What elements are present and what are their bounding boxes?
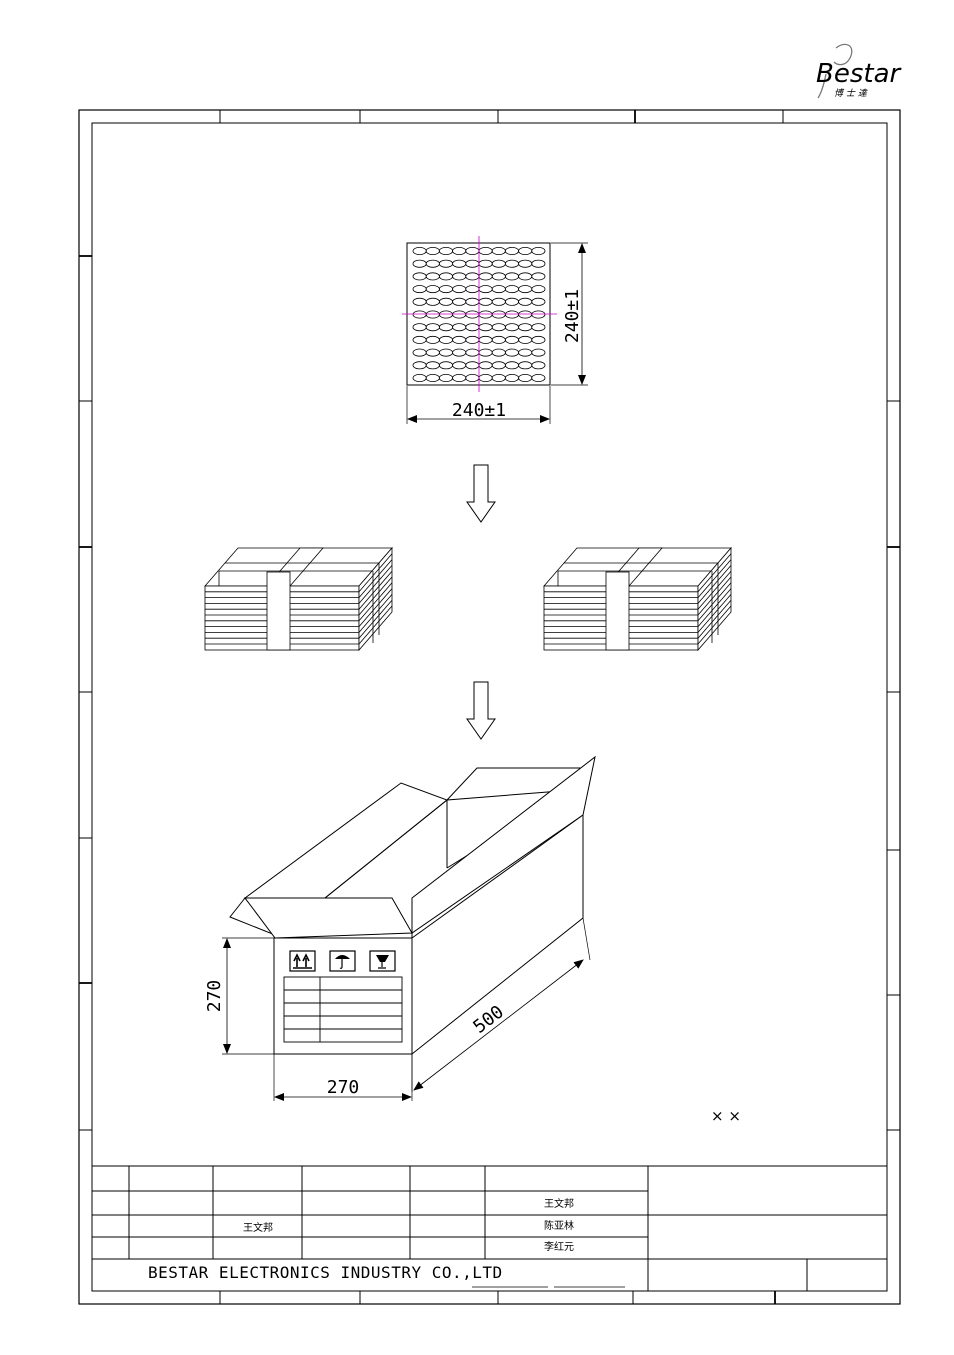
tray-height-label: 240±1	[562, 289, 583, 343]
designer-name: 王文邦	[243, 1221, 273, 1234]
carton-width-label: 270	[327, 1077, 360, 1098]
logo-brand: Bestar	[816, 59, 903, 89]
checked-by-name: 陈亚林	[544, 1219, 574, 1232]
approved-by-name: 李红元	[544, 1240, 574, 1253]
down-arrow-2	[466, 681, 496, 740]
carton-length-dimension-line	[413, 959, 584, 1091]
tray-stack-left	[204, 546, 393, 652]
company-name: BESTAR ELECTRONICS INDUSTRY CO.,LTD	[148, 1263, 503, 1282]
drawn-by-name: 王文邦	[544, 1197, 574, 1210]
logo-chinese: 博 士 達	[834, 88, 868, 99]
this-way-up-icon	[289, 950, 316, 972]
tray-top-view: 240±1 240±1	[402, 236, 588, 424]
carton-height-label: 270	[204, 980, 225, 1013]
title-block	[92, 1165, 887, 1291]
keep-dry-icon	[329, 950, 356, 972]
tray-width-label: 240±1	[452, 400, 506, 421]
stack-strap-front	[266, 571, 291, 651]
down-arrow-1	[466, 464, 496, 523]
bestar-logo: Bestar 博 士 達	[816, 43, 903, 99]
stack-side-face	[358, 546, 393, 652]
carton-box	[229, 755, 596, 1056]
carton-label-table	[283, 976, 403, 1043]
fragile-icon	[369, 950, 396, 972]
stack-strap-front	[605, 571, 630, 651]
carton-length-label: 500	[469, 1001, 508, 1037]
tray-stack-right	[543, 546, 732, 652]
carton-symbols	[289, 950, 396, 972]
note-marks: × ×	[711, 1107, 741, 1125]
stack-side-face	[697, 546, 732, 652]
drawing-frame	[78, 109, 901, 1305]
